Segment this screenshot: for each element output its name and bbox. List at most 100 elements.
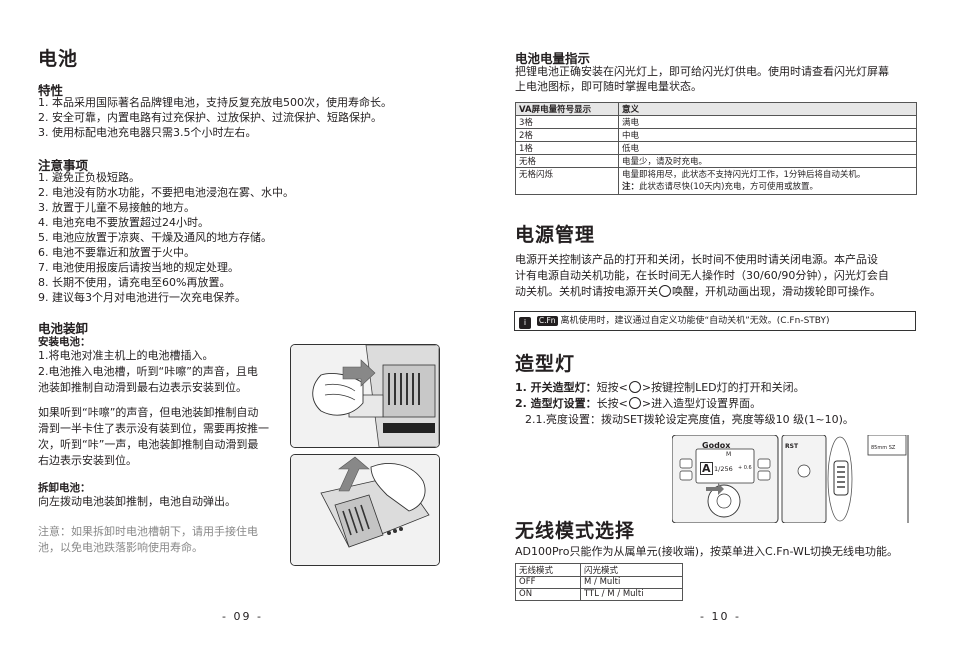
power-line-part: 唤醒，开机动画出现，滑动拨轮即可操作。 xyxy=(672,285,881,298)
list-item: 2. 电池没有防水功能，不要把电池浸泡在雾、水中。 xyxy=(38,186,294,199)
cautions-heading: 注意事项 xyxy=(38,158,89,173)
warning-line: 注意：如果拆卸时电池槽朝下，请用手接住电 xyxy=(38,525,258,538)
install-subheading: 安装电池： xyxy=(38,336,91,348)
note-label: 注： xyxy=(622,182,640,192)
table-header-cell: 闪光模式 xyxy=(580,563,683,577)
cautions-list: 1. 避免正负极短路。 2. 电池没有防水功能，不要把电池浸泡在雾、水中。 3.… xyxy=(38,170,294,305)
flash-device-illustration: Godox M A 1/256 + 0.6 RST 85mm SZ xyxy=(671,434,912,524)
wireless-mode-heading: 无线模式选择 xyxy=(515,520,636,542)
intro-line: 把锂电池正确安装在闪光灯上，即可给闪光灯供电。使用时请查看闪光灯屏幕 xyxy=(515,65,889,78)
modeling-lamp-heading: 造型灯 xyxy=(515,353,576,375)
intro-line: 上电池图标，即可随时掌握电量状态。 xyxy=(515,80,702,93)
flash-device-drawing xyxy=(671,434,912,524)
table-cell: 满电 xyxy=(618,115,917,129)
table-header-cell: VA屏电量符号显示 xyxy=(515,102,619,116)
modeling-lamp-button-icon xyxy=(628,397,641,409)
page-number-right: - 10 - xyxy=(700,610,741,623)
note-line: 如果听到“咔嚓”的声音，但电池装卸推制自动 xyxy=(38,406,259,419)
warning-line: 池，以免电池跌落影响使用寿命。 xyxy=(38,541,203,554)
modeling-step-2-1: 2.1.亮度设置：拨动SET拨轮设定亮度值，亮度等级10 级(1~10)。 xyxy=(525,413,854,426)
device-rst-label: RST xyxy=(785,443,799,450)
table-cell: OFF xyxy=(515,576,581,589)
list-item: 7. 电池使用报废后请按当地的规定处理。 xyxy=(38,261,239,274)
info-icon: i xyxy=(519,317,531,329)
modeling-lamp-button-icon xyxy=(628,381,641,393)
page-number-left: - 09 - xyxy=(222,610,263,623)
table-cell: 低电 xyxy=(618,141,917,155)
install-note: 如果听到“咔嚓”的声音，但电池装卸推制自动 滑到一半卡住了表示没有装到位，需要再… xyxy=(38,405,269,469)
device-screen-text: 85mm SZ xyxy=(871,445,896,451)
battery-remove-drawing xyxy=(291,455,439,565)
table-cell: 中电 xyxy=(618,128,917,142)
power-management-text: 电源开关控制该产品的打开和关闭，长时间不使用时请关闭电源。本产品设 计有电源自动… xyxy=(515,252,889,300)
device-mode-letter: A xyxy=(700,462,713,475)
table-cell-line: 电量即将用尽，此状态不支持闪光灯工作，1分钟后将自动关机。 xyxy=(622,170,866,180)
step-text: >按键控制LED灯的打开和关闭。 xyxy=(641,381,805,394)
cfn-badge: C.Fn xyxy=(536,316,558,326)
battery-insert-illustration xyxy=(290,344,440,448)
table-header-row: VA屏电量符号显示 意义 xyxy=(515,102,917,116)
list-item: 3. 使用标配电池充电器只需3.5个小时左右。 xyxy=(38,126,257,139)
step-label: 1. 开关造型灯： xyxy=(515,381,597,394)
install-line: 池装卸推制自动滑到最右边表示安装到位。 xyxy=(38,381,247,394)
list-item: 8. 长期不使用，请充电至60%再放置。 xyxy=(38,276,231,289)
features-heading: 特性 xyxy=(38,83,64,98)
power-management-heading: 电源管理 xyxy=(515,224,596,246)
list-item: 4. 电池充电不要放置超过24小时。 xyxy=(38,216,209,229)
list-item: 1. 避免正负极短路。 xyxy=(38,171,140,184)
step-text: 长按< xyxy=(596,397,628,410)
table-row: OFF M / Multi xyxy=(515,576,683,589)
wireless-mode-line: AD100Pro只能作为从属单元(接收端)，按菜单进入C.Fn-WL切换无线电功… xyxy=(515,545,899,558)
table-cell: 3格 xyxy=(515,115,619,129)
remove-line: 向左拨动电池装卸推制，电池自动弹出。 xyxy=(38,495,236,508)
list-item: 2. 安全可靠，内置电路有过充保护、过放保护、过流保护、短路保护。 xyxy=(38,111,382,124)
cfn-tip-box: i C.Fn 离机使用时，建议通过自定义功能使“自动关机”无效。(C.Fn-ST… xyxy=(514,311,916,331)
device-power-value: 1/256 xyxy=(714,465,733,473)
list-item: 6. 电池不要靠近和放置于火中。 xyxy=(38,246,195,259)
table-cell: M / Multi xyxy=(580,576,683,589)
note-line: 滑到一半卡住了表示没有装到位，需要再按推一 xyxy=(38,422,269,435)
table-row: 2格 中电 xyxy=(515,128,917,142)
install-line: 1.将电池对准主机上的电池槽插入。 xyxy=(38,349,214,362)
table-header-cell: 无线模式 xyxy=(515,563,581,577)
page-title-battery: 电池 xyxy=(38,48,79,70)
battery-level-heading: 电池电量指示 xyxy=(515,51,591,66)
step-text: >进入造型灯设置界面。 xyxy=(641,397,762,410)
note-text: 此状态请尽快(10天内)充电，方可使用或放置。 xyxy=(639,182,818,192)
battery-insert-drawing xyxy=(291,345,439,447)
battery-level-table: VA屏电量符号显示 意义 3格 满电 2格 中电 1格 低电 无格 电量少，请及… xyxy=(515,102,917,195)
power-line: 计有电源自动关机功能，在长时间无人操作时（30/60/90分钟），闪光灯会自 xyxy=(515,269,889,282)
power-button-icon xyxy=(659,285,671,297)
cfn-tip-text: 离机使用时，建议通过自定义功能使“自动关机”无效。(C.Fn-STBY) xyxy=(560,316,830,326)
table-header-cell: 意义 xyxy=(618,102,917,116)
battery-remove-illustration xyxy=(290,454,440,566)
list-item: 3. 放置于儿童不易接触的地方。 xyxy=(38,201,195,214)
step-text: 短按< xyxy=(596,381,628,394)
step-label: 2. 造型灯设置： xyxy=(515,397,597,410)
table-row: 无格闪烁 电量即将用尽，此状态不支持闪光灯工作，1分钟后将自动关机。 注：此状态… xyxy=(515,167,917,195)
table-cell: 无格闪烁 xyxy=(515,167,619,195)
list-item: 1. 本品采用国际著名品牌锂电池，支持反复充放电500次，使用寿命长。 xyxy=(38,96,392,109)
install-steps: 1.将电池对准主机上的电池槽插入。 2.电池推入电池槽，听到“咔嚓”的声音，且电… xyxy=(38,348,258,396)
table-cell: 无格 xyxy=(515,154,619,168)
table-cell: 2格 xyxy=(515,128,619,142)
list-item: 9. 建议每3个月对电池进行一次充电保养。 xyxy=(38,291,246,304)
power-line-part: 动关机。关机时请按电源开关 xyxy=(515,285,658,298)
table-row: 1格 低电 xyxy=(515,141,917,155)
table-cell: ON xyxy=(515,588,581,601)
table-row: 无格 电量少，请及时充电。 xyxy=(515,154,917,168)
note-line: 右边表示安装到位。 xyxy=(38,454,137,467)
list-item: 5. 电池应放置于凉爽、干燥及通风的地方存储。 xyxy=(38,231,272,244)
removal-warning: 注意：如果拆卸时电池槽朝下，请用手接住电 池，以免电池跌落影响使用寿命。 xyxy=(38,524,258,556)
power-line: 动关机。关机时请按电源开关 唤醒，开机动画出现，滑动拨轮即可操作。 xyxy=(515,284,889,300)
remove-subheading: 拆卸电池： xyxy=(38,482,91,494)
table-cell: TTL / M / Multi xyxy=(580,588,683,601)
note-line: 次，听到“咔”一声，电池装卸推制自动滑到最 xyxy=(38,438,259,451)
features-list: 1. 本品采用国际著名品牌锂电池，支持反复充放电500次，使用寿命长。 2. 安… xyxy=(38,95,392,140)
modeling-step-1: 1. 开关造型灯：短按< >按键控制LED灯的打开和关闭。 xyxy=(515,380,854,396)
install-line: 2.电池推入电池槽，听到“咔嚓”的声音，且电 xyxy=(38,365,258,378)
table-cell: 1格 xyxy=(515,141,619,155)
table-cell: 电量少，请及时充电。 xyxy=(618,154,917,168)
device-power-plus: + 0.6 xyxy=(738,465,752,471)
table-row: ON TTL / M / Multi xyxy=(515,588,683,601)
